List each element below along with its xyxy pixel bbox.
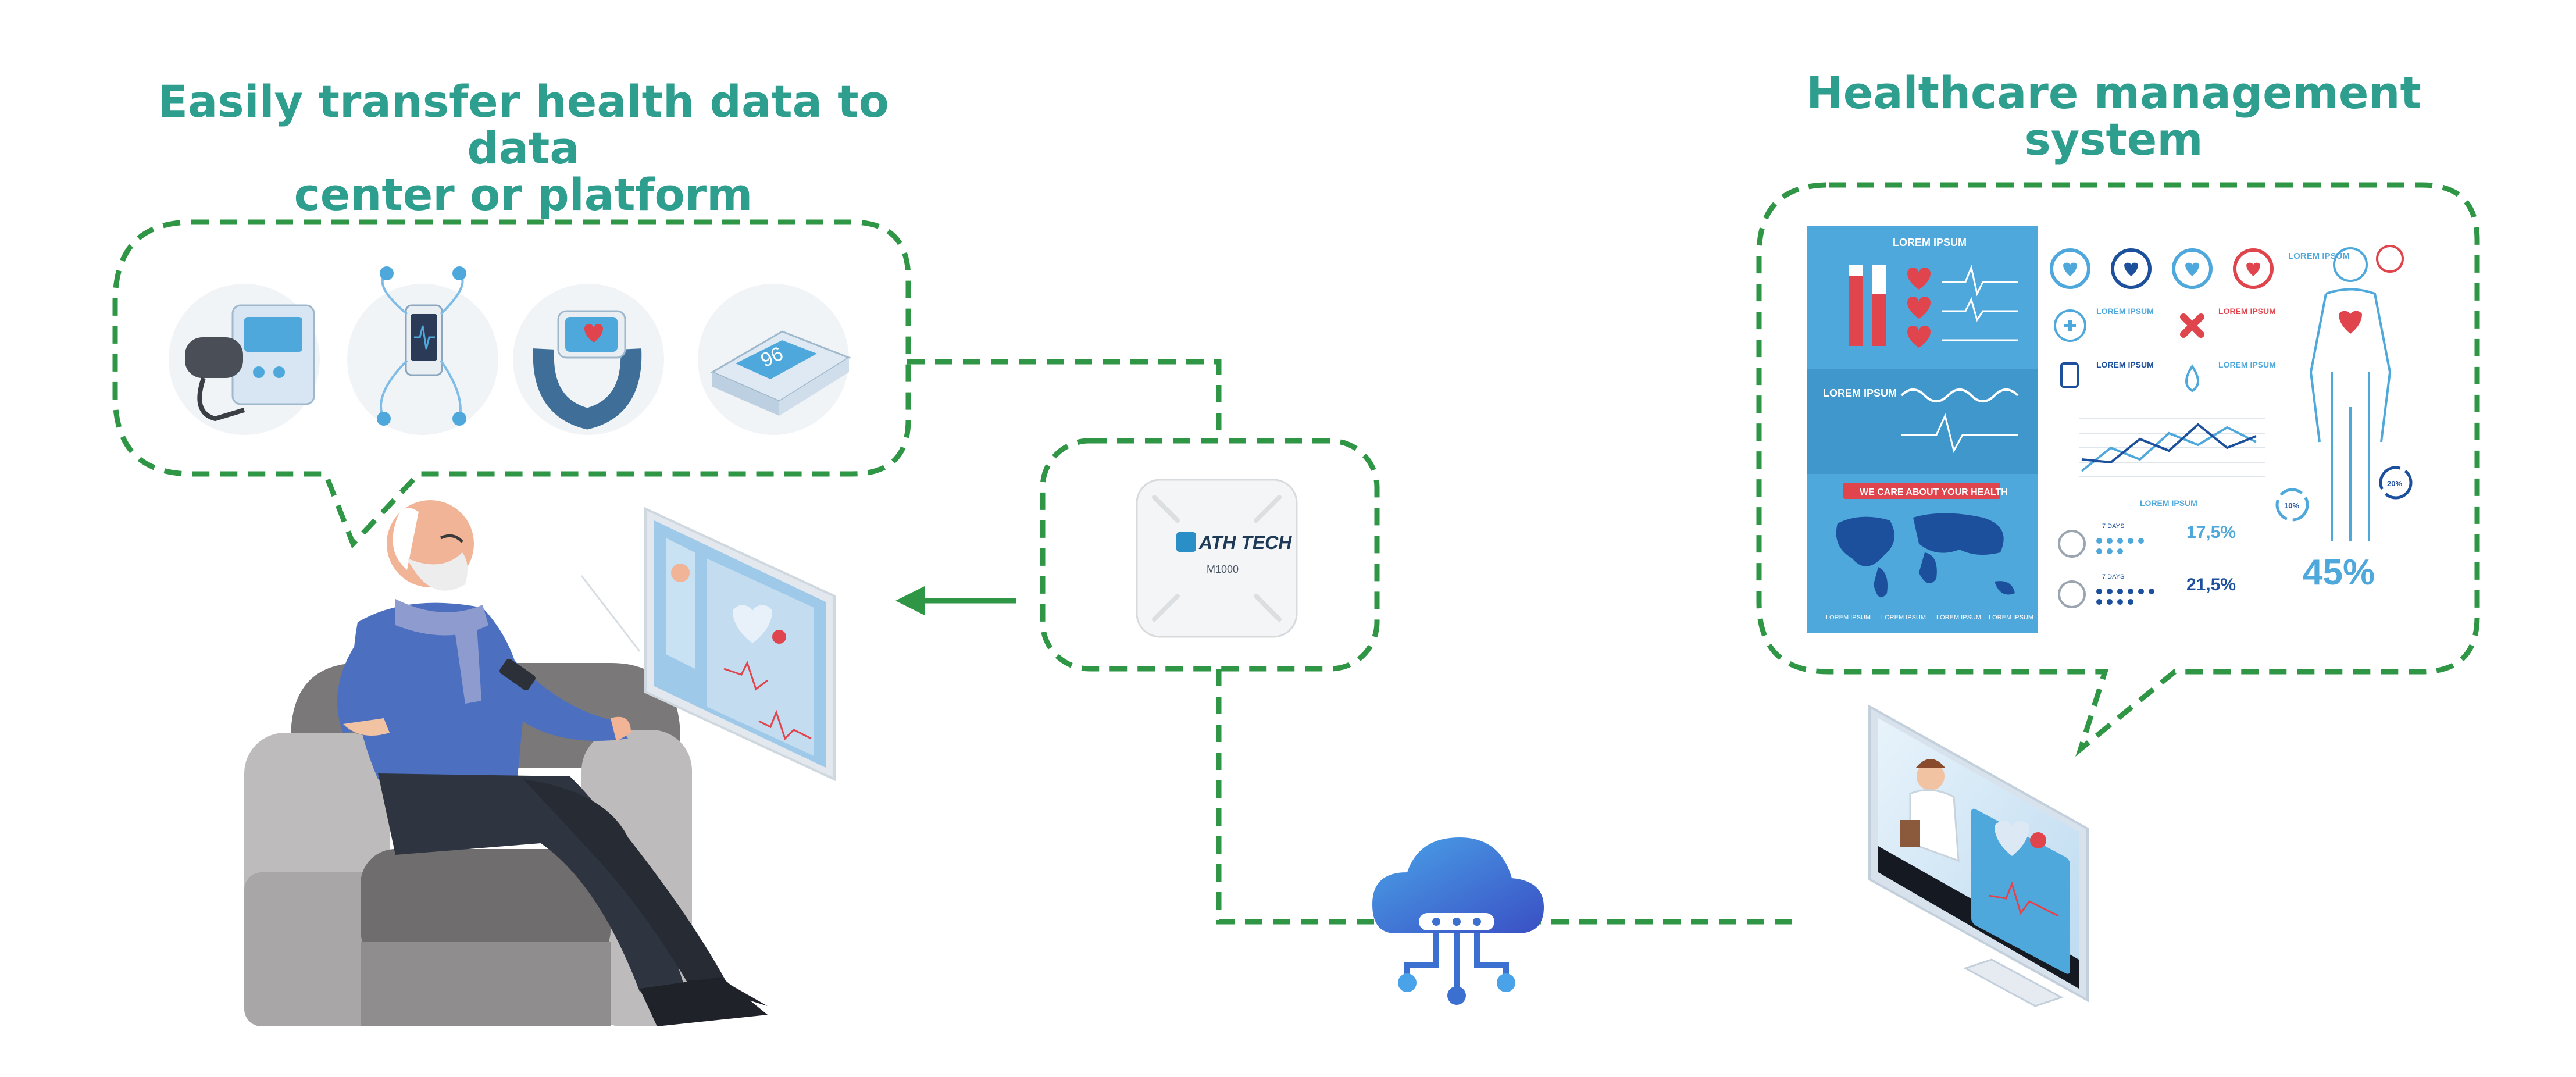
infographic-left-panel: LOREM IPSUM LOREM IPSUM WE CARE ABOUT YO… <box>1807 226 2038 633</box>
ring-label-2: 20% <box>2387 479 2402 488</box>
human-body-icon <box>2309 247 2392 541</box>
right-title: Healthcare management system <box>1806 67 2421 165</box>
percent-1: 17,5% <box>2186 523 2236 542</box>
doctor-icon <box>1900 759 1960 862</box>
blood-pressure-device-icon <box>169 284 320 435</box>
label-d: LOREM IPSUM <box>2218 360 2276 369</box>
days-label-2: 7 DAYS <box>2102 573 2124 580</box>
tablet-screen <box>644 507 836 782</box>
elderly-user-illustration <box>244 500 768 1026</box>
days-label-1: 7 DAYS <box>2102 523 2124 530</box>
arrow-to-user <box>895 586 1016 615</box>
left-title-line-2: center or platform <box>294 168 753 220</box>
gateway-model: M1000 <box>1207 564 1239 575</box>
stats-label: LOREM IPSUM <box>2140 498 2197 508</box>
connection-lines <box>907 359 1794 925</box>
left-title-line-1: Easily transfer health data to data <box>158 76 889 174</box>
banner-text: WE CARE ABOUT YOUR HEALTH <box>1860 487 2008 497</box>
health-banner <box>1843 483 2000 499</box>
doctor-monitor <box>1868 704 2089 1007</box>
devices-speech-bubble <box>112 219 911 549</box>
gateway-bubble <box>1040 438 1380 672</box>
label-b: LOREM IPSUM <box>2218 306 2276 316</box>
heart-icon <box>2339 311 2362 334</box>
gateway-brand: ATH TECH <box>1198 532 1292 553</box>
legend-3: LOREM IPSUM <box>1936 614 1981 621</box>
label-c: LOREM IPSUM <box>2096 360 2154 369</box>
trend-chart <box>2079 418 2265 477</box>
line-devices-to-gateway <box>907 359 1222 441</box>
section-title: LOREM IPSUM <box>1823 387 1897 399</box>
ring-label-1: 10% <box>2284 501 2299 510</box>
dashboard-speech-bubble <box>1756 182 2480 757</box>
gateway-device: ATH TECH M1000 <box>1136 479 1298 638</box>
oximeter-device-icon: 96 <box>698 284 851 435</box>
percent-big: 45% <box>2303 552 2375 593</box>
line-gateway-to-cloud <box>1216 669 1384 925</box>
gateway-logo-icon <box>1176 532 1196 552</box>
label-a: LOREM IPSUM <box>2096 306 2154 316</box>
legend-1: LOREM IPSUM <box>1826 614 1871 621</box>
legend-2: LOREM IPSUM <box>1881 614 1926 621</box>
world-map-icon <box>1836 513 2015 598</box>
percent-2: 21,5% <box>2186 575 2236 594</box>
left-title: Easily transfer health data to data cent… <box>134 79 913 217</box>
infographic-body-panel: LOREM IPSUM 10% 20% 45% <box>2275 245 2413 593</box>
ecg-device-icon <box>347 266 498 435</box>
legend-4: LOREM IPSUM <box>1989 614 2033 621</box>
smartwatch-device-icon <box>513 284 664 435</box>
cloud-icon <box>1372 837 1544 1005</box>
panel-header: LOREM IPSUM <box>1893 237 1967 248</box>
infographic-middle-panel: LOREM IPSUM LOREM IPSUM LOREM IPSUM LORE… <box>2050 248 2276 608</box>
